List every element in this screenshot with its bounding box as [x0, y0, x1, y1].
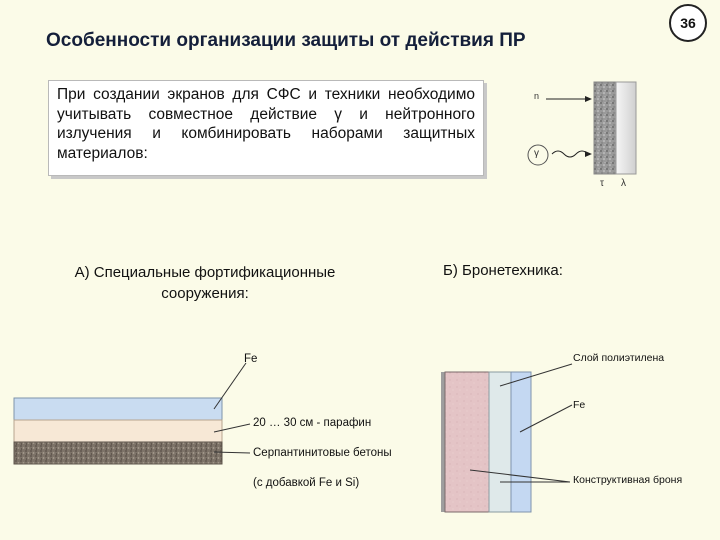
section-b-title: Б) Бронетехника: — [443, 262, 563, 279]
radiation-shield-diagram — [527, 81, 637, 175]
fortification-layers — [13, 362, 251, 465]
page-number-badge: 36 — [669, 4, 707, 42]
tau-label: τ — [600, 178, 604, 189]
gamma-label: γ — [534, 148, 539, 159]
layer-paraffin — [13, 419, 223, 443]
intro-note-box: При создании экранов для СФС и техники н… — [48, 80, 484, 176]
gamma-wave — [551, 150, 589, 158]
armor-layers — [441, 363, 573, 513]
leader-paraffin — [213, 423, 251, 433]
label-polyethylene: Слой полиэтилена — [573, 352, 665, 364]
gamma-source-circle — [527, 144, 549, 166]
leader-fe-b — [519, 404, 573, 433]
label-fe-a: Fe — [244, 353, 258, 365]
shield-layer-dense — [593, 81, 617, 175]
page-title: Особенности организации защиты от действ… — [46, 30, 526, 51]
label-paraffin: 20 … 30 см - парафин — [253, 417, 372, 429]
layer-concrete — [13, 441, 223, 465]
leader-armor — [469, 469, 571, 483]
layer-polyethylene — [488, 371, 512, 513]
leader-concrete — [213, 451, 251, 454]
section-a-title: А) Специальные фортификационные сооружен… — [74, 264, 336, 302]
layer-fe — [13, 397, 223, 421]
shield-layer-light — [615, 81, 637, 175]
label-fe-b: Fe — [573, 399, 586, 411]
neutron-label: n — [534, 91, 540, 101]
lambda-label: λ — [621, 178, 626, 189]
leader-polyethylene — [499, 363, 573, 387]
intro-note-text: При создании экранов для СФС и техники н… — [57, 86, 475, 162]
layer-fe-plate — [510, 371, 532, 513]
layer-armor — [444, 371, 490, 513]
label-armor: Конструктивная броня — [573, 474, 683, 486]
label-concrete-note: (с добавкой Fe и Si) — [253, 477, 360, 489]
label-concrete: Серпантинитовые бетоны — [253, 447, 392, 459]
leader-fe — [213, 362, 247, 410]
